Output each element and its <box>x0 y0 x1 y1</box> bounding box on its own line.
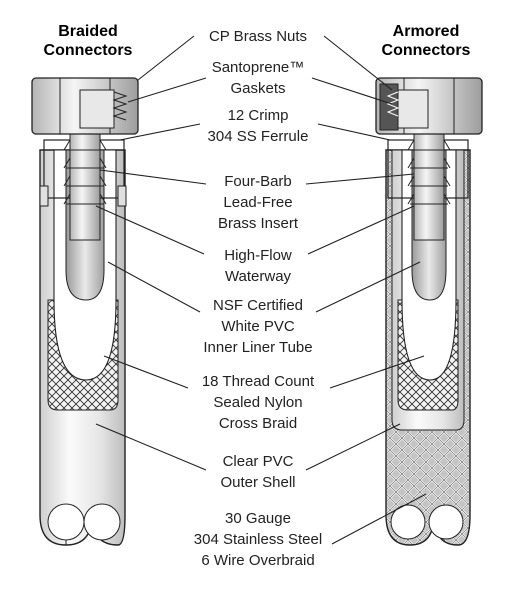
label-braid-2: Sealed Nylon <box>213 394 302 411</box>
label-braid-1: 18 Thread Count <box>202 373 315 390</box>
header-right-line1: Armored <box>393 23 460 40</box>
label-waterway-1: High-Flow <box>224 247 292 264</box>
label-insert-2: Lead-Free <box>223 194 292 211</box>
label-shell-1: Clear PVC <box>223 453 294 470</box>
label-nuts: CP Brass Nuts <box>209 28 307 45</box>
header-left-line1: Braided <box>58 23 118 40</box>
armored-connector <box>375 77 483 546</box>
brass-nut-left <box>31 77 139 135</box>
brass-insert-right <box>407 119 451 241</box>
header-left-line2: Connectors <box>44 42 133 59</box>
label-overbraid-1: 30 Gauge <box>225 510 291 527</box>
label-liner-3: Inner Liner Tube <box>203 339 312 356</box>
label-overbraid-3: 6 Wire Overbraid <box>201 552 314 569</box>
label-ferrule-2: 304 SS Ferrule <box>208 128 309 145</box>
label-liner-1: NSF Certified <box>213 297 303 314</box>
label-shell-2: Outer Shell <box>220 474 295 491</box>
label-ferrule-1: 12 Crimp <box>228 107 289 124</box>
brass-nut-right <box>375 77 483 135</box>
label-liner-2: White PVC <box>221 318 295 335</box>
label-braid-3: Cross Braid <box>219 415 297 432</box>
label-insert-3: Brass Insert <box>218 215 299 232</box>
label-gaskets-2: Gaskets <box>230 80 285 97</box>
label-waterway-2: Waterway <box>225 268 292 285</box>
label-gaskets-1: Santoprene™ <box>212 59 305 76</box>
label-insert-1: Four-Barb <box>224 173 292 190</box>
labels: CP Brass Nuts Santoprene™ Gaskets 12 Cri… <box>194 28 322 569</box>
brass-insert-left <box>63 119 107 241</box>
label-overbraid-2: 304 Stainless Steel <box>194 531 322 548</box>
callout-lines <box>95 35 427 545</box>
header-right-line2: Connectors <box>382 42 471 59</box>
braided-connector <box>31 77 139 546</box>
